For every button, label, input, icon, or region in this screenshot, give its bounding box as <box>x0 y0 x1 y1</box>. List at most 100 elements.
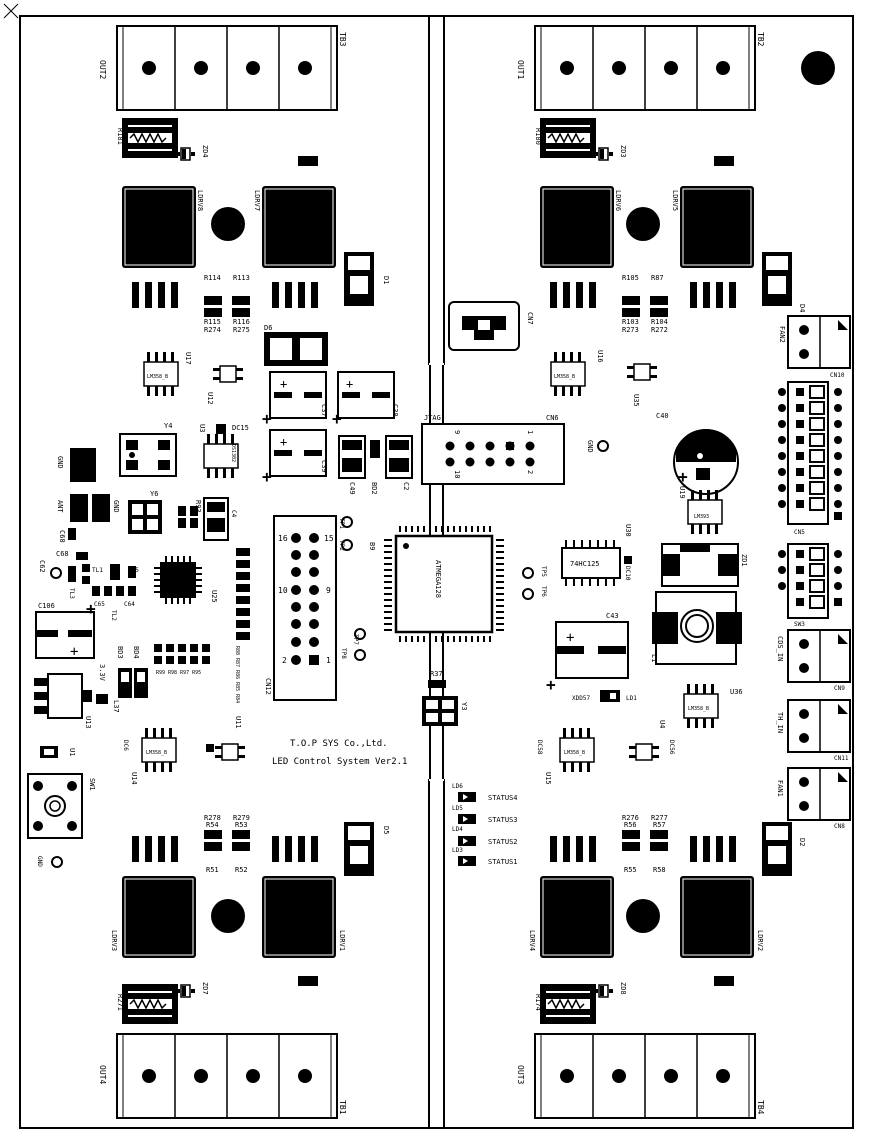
resistor-pair <box>650 296 668 317</box>
label-dc10: DC10 <box>624 566 631 581</box>
label-zd8: ZD8 <box>619 982 627 995</box>
label-dc58: DC58 <box>536 740 543 755</box>
label-cn10: CN10 <box>830 372 845 379</box>
ic-u25 <box>160 562 196 598</box>
status-led-1 <box>458 856 476 866</box>
label-c106: C106 <box>38 602 55 610</box>
mounting-hole <box>211 207 245 241</box>
label-r181: R181 <box>116 128 124 145</box>
label-c43: C43 <box>606 612 619 620</box>
led-column <box>236 548 250 640</box>
status-led-3 <box>458 814 476 824</box>
label-status3: STATUS3 <box>488 816 518 824</box>
shunt-r271 <box>121 983 179 1025</box>
label-u15: U15 <box>544 772 552 785</box>
label-r275: R275 <box>233 326 250 334</box>
pad-row <box>690 282 736 308</box>
label-cn12-pin10: 10 <box>278 586 288 595</box>
board-left-panel <box>19 15 431 1129</box>
label-tp7: TP7 <box>352 634 359 645</box>
label-c55: C55 <box>128 567 139 574</box>
ic-u11 <box>214 743 246 761</box>
label-ld3: LD3 <box>452 847 463 854</box>
svg-text:+: + <box>70 644 78 660</box>
label-u4: U4 <box>658 720 666 728</box>
connector-cn9-cds <box>787 629 851 683</box>
resistor-pair <box>650 830 668 851</box>
label-bd4: BD4 <box>132 646 140 659</box>
label-dc6: DC6 <box>122 740 129 751</box>
connector-cn10-fan2 <box>787 315 851 369</box>
label-r58: R58 <box>653 866 666 874</box>
zener-zd4 <box>175 147 196 161</box>
label-ldrv3: LDRV3 <box>110 930 118 951</box>
label-out3: OUT3 <box>516 1065 525 1084</box>
status-led-4 <box>458 792 476 802</box>
label-c4: C4 <box>230 510 237 518</box>
diode-d1 <box>344 252 374 306</box>
label-sw3: SW3 <box>794 621 805 628</box>
test-point-tp <box>522 588 534 600</box>
svg-text:+: + <box>332 409 342 428</box>
label-u17: U17 <box>184 352 192 365</box>
label-tl1: TL1 <box>92 567 103 574</box>
label-d6: D6 <box>264 324 272 332</box>
label-r55: R55 <box>624 866 637 874</box>
terminal-block-tb3 <box>116 25 338 111</box>
inductor-ldrv5 <box>679 185 755 269</box>
label-jtag-pin1: 1 <box>526 430 534 434</box>
label-ldrv1: LDRV1 <box>338 930 346 951</box>
connector-cn12 <box>273 515 337 701</box>
label-zd4: ZD4 <box>201 145 209 158</box>
test-point-gnd <box>597 440 609 452</box>
smd-pad <box>298 156 318 166</box>
svg-text:+: + <box>678 467 688 486</box>
shunt-r181 <box>121 117 179 159</box>
label-gnd-2: GND <box>56 456 64 469</box>
label-r272: R272 <box>651 326 668 334</box>
terminal-block-tb4 <box>534 1033 756 1119</box>
connector-cn11-th <box>787 699 851 753</box>
board-version-title: LED Control System Ver2.1 <box>272 757 407 767</box>
label-cn12-pin2: 2 <box>282 656 287 665</box>
label-jtag-pin10: 10 <box>453 470 461 478</box>
label-r56: R56 <box>624 821 637 829</box>
connector-cn8-fan1 <box>787 767 851 821</box>
pad-row <box>272 282 318 308</box>
pad-row <box>550 282 596 308</box>
board-slot-top <box>428 15 445 365</box>
label-gnd-3: GND <box>112 500 120 513</box>
label-r279: R279 <box>233 814 250 822</box>
zener-zd8 <box>593 984 614 998</box>
inductor-ldrv8 <box>121 185 197 269</box>
label-ldrv4: LDRV4 <box>528 930 536 951</box>
label-d5: D5 <box>382 826 390 834</box>
label-ds1302: DS1302 <box>230 444 236 462</box>
label-status1: STATUS1 <box>488 858 518 866</box>
svg-text:+: + <box>566 630 574 646</box>
label-r271: R271 <box>116 994 124 1011</box>
label-status4: STATUS4 <box>488 794 518 802</box>
capacitor-c39 <box>269 429 327 477</box>
label-atmega128: ATMEGA128 <box>434 560 442 598</box>
label-dc56: DC56 <box>668 740 675 755</box>
label-y3: Y3 <box>460 702 468 710</box>
label-u16: U16 <box>596 350 604 363</box>
resistor-pair <box>232 296 250 317</box>
label-y4: Y4 <box>164 422 172 430</box>
label-cds-in: CDS_IN <box>776 636 784 661</box>
label-cn8: CN8 <box>834 823 845 830</box>
label-c37: C37 <box>320 404 328 417</box>
pad-row <box>690 836 736 862</box>
label-resistor-array: R99 R98 R97 R95 <box>156 670 201 676</box>
label-fan1: FAN1 <box>776 780 784 797</box>
label-r174: R174 <box>534 994 542 1011</box>
label-u3: U3 <box>198 424 206 432</box>
label-cn11: CN11 <box>834 755 849 762</box>
bead-bd2 <box>370 440 380 458</box>
label-ant: ANT <box>56 500 64 513</box>
label-ld1: LD1 <box>626 695 637 702</box>
svg-text:+: + <box>280 377 287 391</box>
label-gnd-4: GND <box>36 856 43 867</box>
